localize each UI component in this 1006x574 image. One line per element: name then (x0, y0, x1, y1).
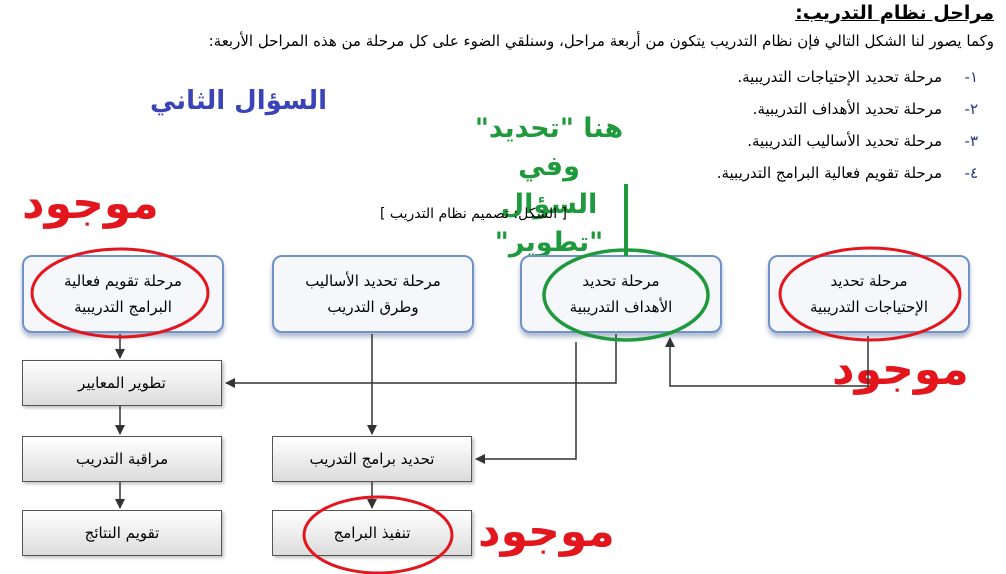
red-ellipse-evaluation (30, 247, 210, 339)
define-programs-box: تحديد برامج التدريب (272, 436, 472, 482)
question-two-label: السؤال الثاني (150, 86, 328, 116)
evaluate-results-box: تقويم النتائج (22, 510, 222, 556)
list-item: ١-مرحلة تحديد الإحتياجات التدريبية. (737, 68, 978, 86)
figure-caption: [ الشكل: تصميم نظام التدريب ] (380, 206, 567, 222)
mawjood-label-left: موجود (22, 178, 159, 229)
list-item: ٢-مرحلة تحديد الأهداف التدريبية. (752, 100, 978, 118)
stages-list: ١-مرحلة تحديد الإحتياجات التدريبية. ٢-مر… (717, 68, 978, 196)
red-ellipse-implement (302, 495, 454, 574)
arrow-goals-to-define-programs (475, 342, 577, 464)
red-ellipse-needs (778, 246, 962, 342)
list-item: ٤-مرحلة تقويم فعالية البرامج التدريبية. (716, 164, 978, 182)
green-ellipse-goals (542, 248, 710, 342)
monitor-training-box: مراقبة التدريب (22, 436, 222, 482)
arrow-needs-to-goals (665, 336, 869, 387)
mawjood-label-bottom: موجود (478, 506, 615, 557)
develop-standards-box: تطوير المعايير (22, 360, 222, 406)
intro-paragraph: وكما يصور لنا الشكل التالي فإن نظام التد… (208, 32, 994, 50)
page-heading: مراحل نظام التدريب: (795, 2, 994, 24)
green-note: هنا "تحديد" وفي السؤال "تطوير" (474, 113, 624, 258)
arrow-goals-to-standards (225, 334, 617, 388)
list-item: ٣-مرحلة تحديد الأساليب التدريبية. (747, 132, 978, 150)
mawjood-label-right: موجود (832, 344, 969, 395)
